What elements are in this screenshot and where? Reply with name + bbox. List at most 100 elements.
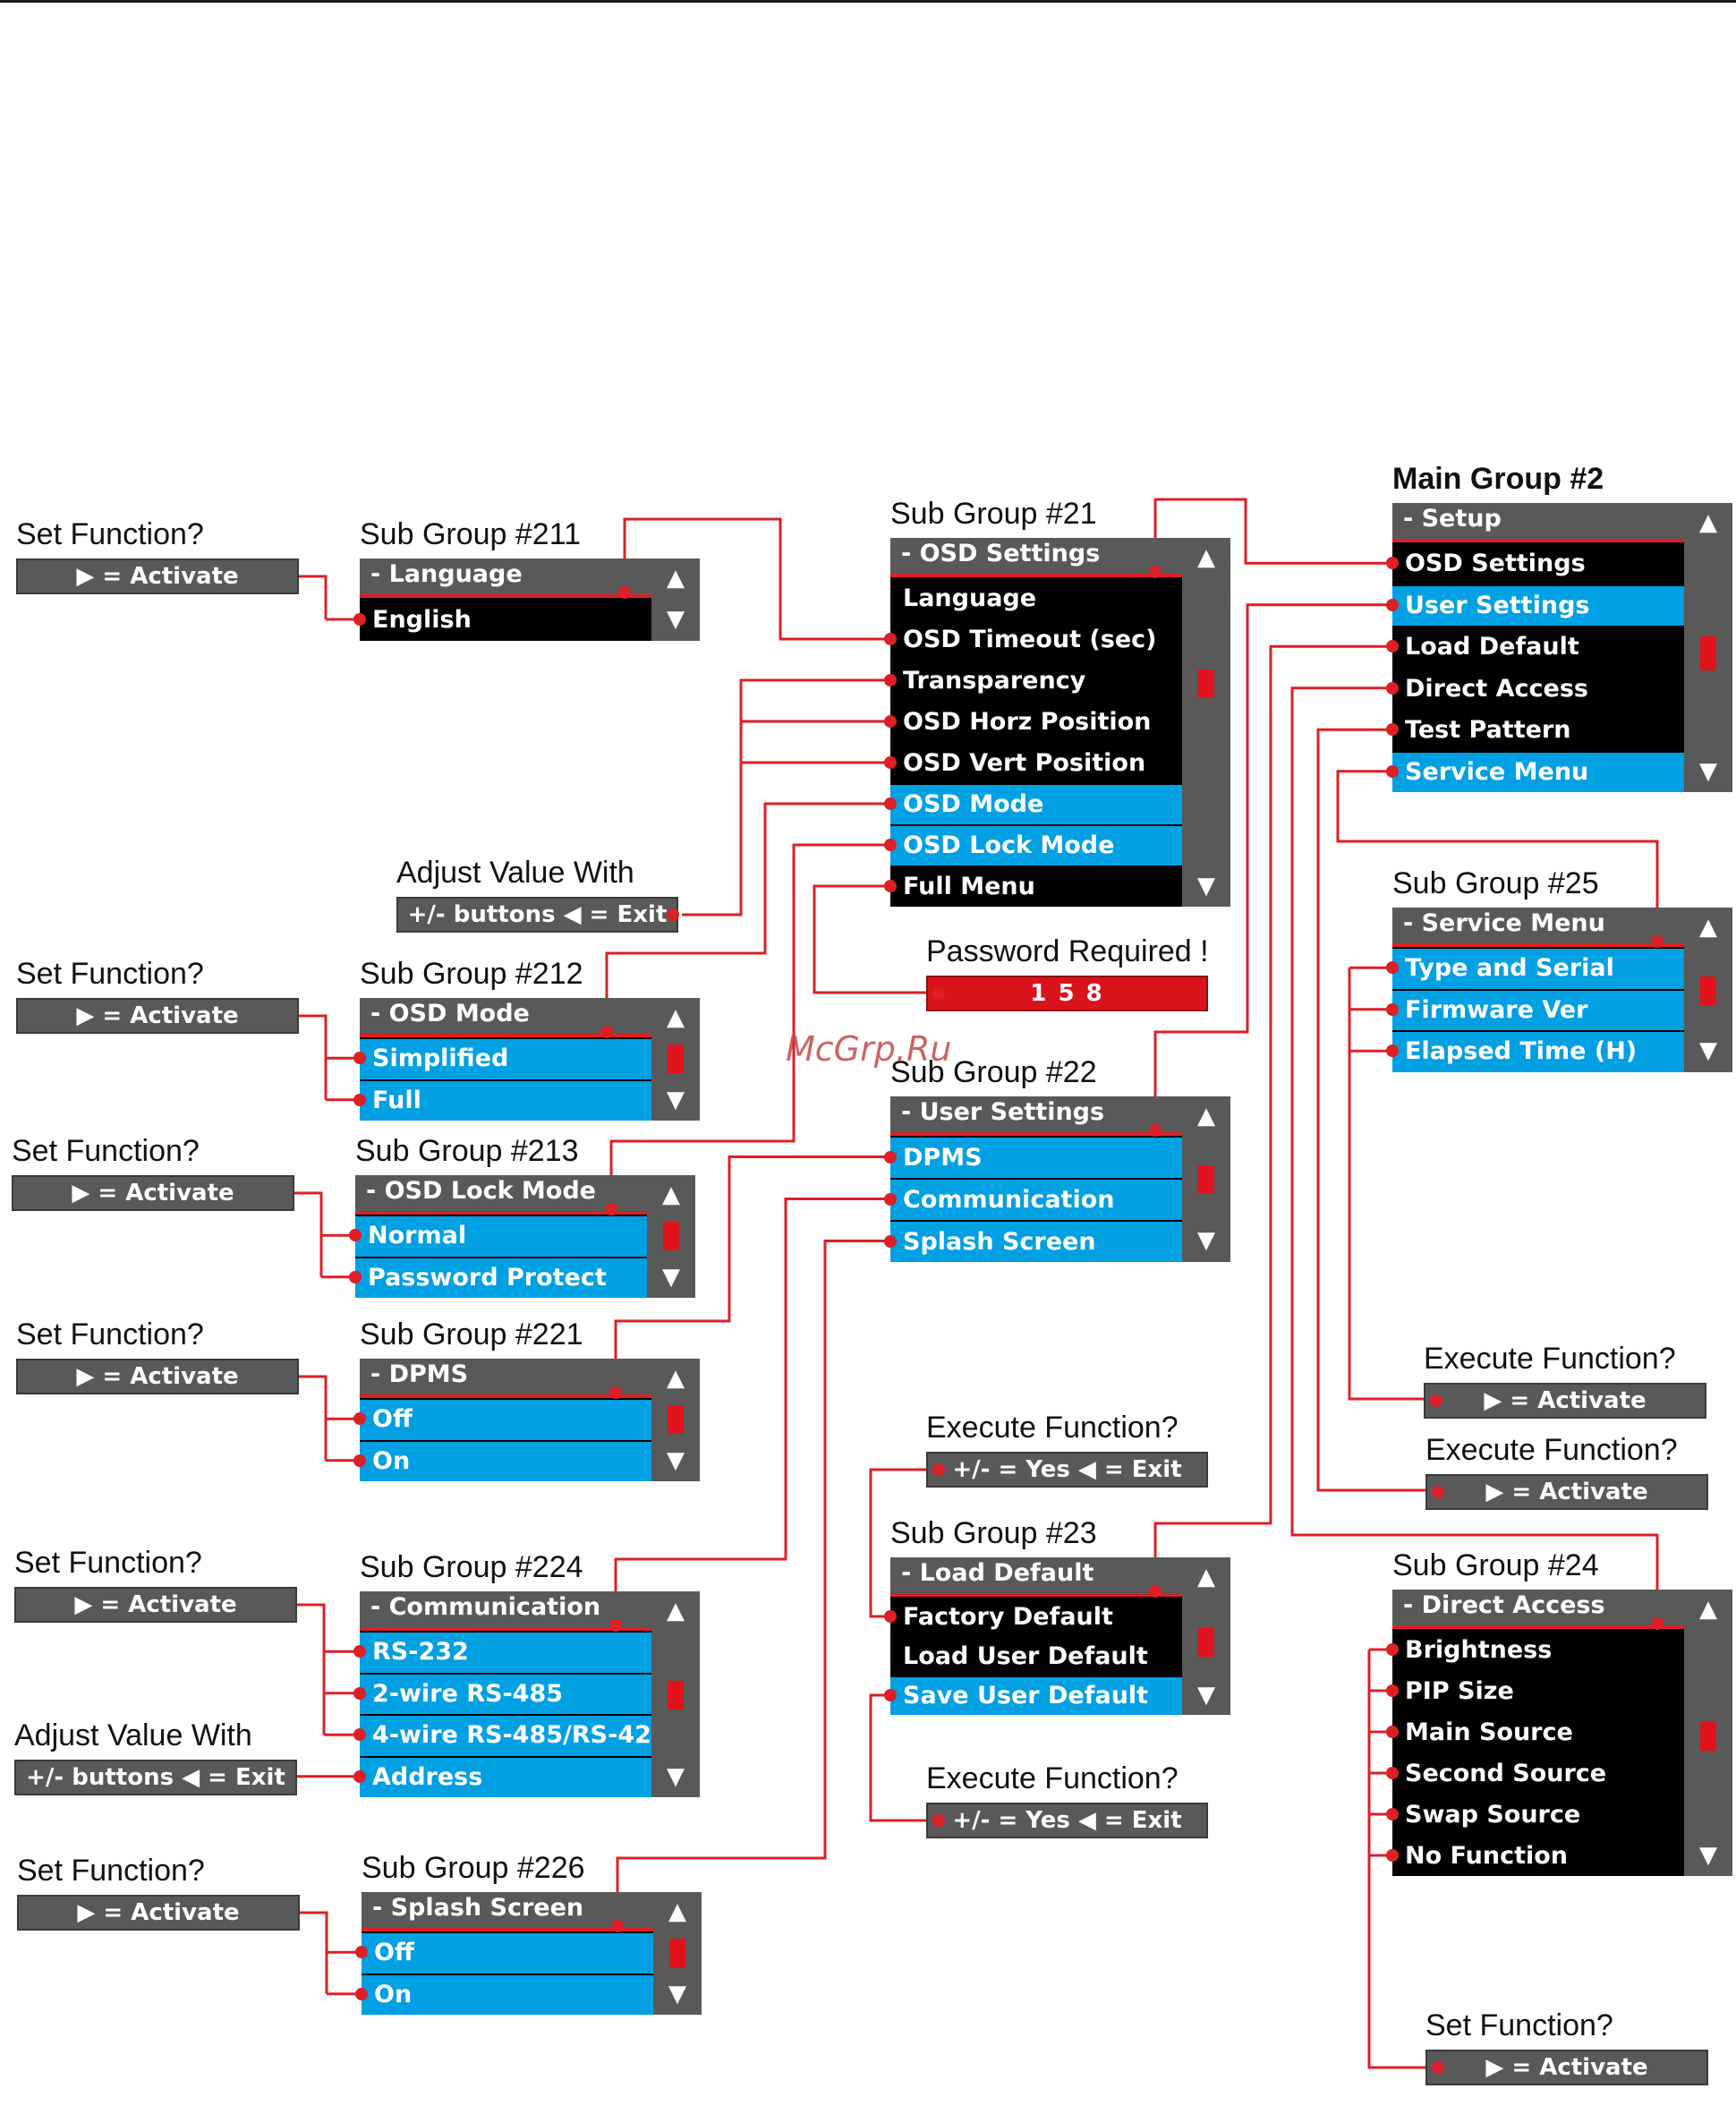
scroll-up-icon[interactable]: ▲: [667, 1004, 685, 1031]
scroll-down-icon[interactable]: ▼: [667, 1762, 685, 1790]
sub-group-22-scroll-thumb[interactable]: [1198, 1164, 1214, 1194]
sub-group-213-scrollbar[interactable]: ▲▼: [647, 1175, 695, 1298]
scroll-down-icon[interactable]: ▼: [1197, 1227, 1215, 1254]
prompt-execute-23a-button[interactable]: +/- = Yes ◀ = Exit: [926, 1452, 1208, 1488]
prompt-execute-23b-button[interactable]: +/- = Yes ◀ = Exit: [926, 1803, 1208, 1838]
prompt-set-224-button[interactable]: ▶ = Activate: [14, 1587, 297, 1623]
main-group-2-item-3[interactable]: Load Default: [1392, 626, 1684, 668]
sub-group-21-item-8[interactable]: Full Menu: [890, 865, 1182, 907]
main-group-2-item-2[interactable]: User Settings: [1392, 584, 1684, 626]
sub-group-24-item-4[interactable]: Second Source: [1392, 1752, 1684, 1794]
sub-group-24-item-2[interactable]: PIP Size: [1392, 1670, 1684, 1711]
sub-group-212-item-2[interactable]: Full: [360, 1079, 651, 1121]
prompt-execute-25-button[interactable]: ▶ = Activate: [1424, 1383, 1706, 1419]
sub-group-226-item-1[interactable]: Off: [362, 1931, 653, 1974]
scroll-up-icon[interactable]: ▲: [662, 1181, 680, 1208]
sub-group-224-scroll-thumb[interactable]: [668, 1680, 684, 1710]
scroll-up-icon[interactable]: ▲: [667, 1598, 685, 1624]
sub-group-22-item-3[interactable]: Splash Screen: [890, 1220, 1182, 1262]
sub-group-21-scrollbar[interactable]: ▲▼: [1182, 538, 1230, 907]
prompt-execute-testpattern-button[interactable]: ▶ = Activate: [1425, 1474, 1708, 1510]
sub-group-226-item-2[interactable]: On: [362, 1973, 653, 2015]
scroll-down-icon[interactable]: ▼: [1699, 1842, 1717, 1869]
sub-group-25-scroll-thumb[interactable]: [1700, 976, 1716, 1005]
sub-group-25-scrollbar[interactable]: ▲▼: [1684, 908, 1732, 1072]
sub-group-221-scroll-thumb[interactable]: [668, 1405, 684, 1434]
sub-group-25-item-1[interactable]: Type and Serial: [1392, 947, 1684, 989]
main-group-2-scrollbar[interactable]: ▲▼: [1684, 503, 1732, 792]
sub-group-24-scrollbar[interactable]: ▲▼: [1684, 1590, 1732, 1876]
sub-group-21-item-6[interactable]: OSD Mode: [890, 783, 1182, 824]
prompt-password-button[interactable]: 1 5 8: [926, 976, 1208, 1011]
sub-group-22-item-1[interactable]: DPMS: [890, 1136, 1182, 1178]
prompt-set-211-button[interactable]: ▶ = Activate: [16, 558, 299, 594]
sub-group-211-scrollbar[interactable]: ▲▼: [651, 558, 700, 641]
sub-group-24-item-3[interactable]: Main Source: [1392, 1711, 1684, 1752]
sub-group-23-item-3[interactable]: Save User Default: [890, 1675, 1182, 1715]
sub-group-21-item-2[interactable]: OSD Timeout (sec): [890, 618, 1182, 660]
sub-group-224-item-1[interactable]: RS-232: [360, 1631, 651, 1673]
sub-group-221-scrollbar[interactable]: ▲▼: [651, 1359, 700, 1481]
scroll-down-icon[interactable]: ▼: [668, 1980, 686, 2008]
main-group-2-item-1[interactable]: OSD Settings: [1392, 542, 1684, 584]
sub-group-23-scrollbar[interactable]: ▲▼: [1182, 1557, 1230, 1715]
sub-group-224-scrollbar[interactable]: ▲▼: [651, 1591, 700, 1797]
sub-group-224-item-4[interactable]: Address: [360, 1755, 651, 1797]
prompt-set-226-button[interactable]: ▶ = Activate: [17, 1895, 300, 1931]
sub-group-25-item-3[interactable]: Elapsed Time (H): [1392, 1030, 1684, 1072]
sub-group-213-item-1[interactable]: Normal: [355, 1215, 647, 1257]
sub-group-226-scrollbar[interactable]: ▲▼: [653, 1892, 702, 2015]
sub-group-211-item-1[interactable]: English: [360, 598, 651, 641]
scroll-up-icon[interactable]: ▲: [667, 1365, 685, 1392]
sub-group-24-scroll-thumb[interactable]: [1700, 1721, 1716, 1751]
prompt-adjust-21-button[interactable]: +/- buttons ◀ = Exit: [396, 897, 678, 933]
scroll-down-icon[interactable]: ▼: [1197, 873, 1215, 900]
scroll-down-icon[interactable]: ▼: [1197, 1682, 1215, 1709]
sub-group-21-item-3[interactable]: Transparency: [890, 660, 1182, 701]
sub-group-25-item-2[interactable]: Firmware Ver: [1392, 988, 1684, 1030]
scroll-down-icon[interactable]: ▼: [667, 1446, 685, 1474]
prompt-set-24-button[interactable]: ▶ = Activate: [1425, 2050, 1708, 2085]
prompt-adjust-224-button[interactable]: +/- buttons ◀ = Exit: [14, 1760, 297, 1795]
scroll-up-icon[interactable]: ▲: [1197, 1103, 1215, 1130]
scroll-up-icon[interactable]: ▲: [1197, 1564, 1215, 1590]
scroll-up-icon[interactable]: ▲: [1197, 544, 1215, 571]
sub-group-226-scroll-thumb[interactable]: [669, 1939, 685, 1967]
scroll-up-icon[interactable]: ▲: [1699, 914, 1717, 941]
scroll-up-icon[interactable]: ▲: [1699, 1596, 1717, 1623]
prompt-set-212-button[interactable]: ▶ = Activate: [16, 998, 299, 1034]
sub-group-212-scrollbar[interactable]: ▲▼: [651, 998, 700, 1121]
scroll-down-icon[interactable]: ▼: [662, 1263, 680, 1291]
sub-group-23-item-2[interactable]: Load User Default: [890, 1636, 1182, 1675]
scroll-down-icon[interactable]: ▼: [667, 1086, 685, 1113]
sub-group-212-scroll-thumb[interactable]: [668, 1044, 684, 1073]
sub-group-21-scroll-thumb[interactable]: [1198, 669, 1214, 699]
sub-group-213-item-2[interactable]: Password Protect: [355, 1256, 647, 1298]
sub-group-213-scroll-thumb[interactable]: [663, 1222, 679, 1250]
sub-group-21-item-5[interactable]: OSD Vert Position: [890, 742, 1182, 783]
sub-group-21-item-1[interactable]: Language: [890, 577, 1182, 618]
sub-group-23-scroll-thumb[interactable]: [1198, 1628, 1214, 1658]
sub-group-224-item-2[interactable]: 2-wire RS-485: [360, 1672, 651, 1714]
main-group-2-item-6[interactable]: Service Menu: [1392, 750, 1684, 792]
scroll-down-icon[interactable]: ▼: [1699, 757, 1717, 785]
sub-group-224-item-3[interactable]: 4-wire RS-485/RS-422: [360, 1714, 668, 1756]
sub-group-24-item-5[interactable]: Swap Source: [1392, 1794, 1684, 1835]
sub-group-21-item-4[interactable]: OSD Horz Position: [890, 701, 1182, 742]
scroll-down-icon[interactable]: ▼: [1699, 1037, 1717, 1064]
sub-group-24-item-6[interactable]: No Function: [1392, 1835, 1684, 1876]
sub-group-22-scrollbar[interactable]: ▲▼: [1182, 1096, 1230, 1262]
scroll-up-icon[interactable]: ▲: [668, 1898, 686, 1925]
scroll-up-icon[interactable]: ▲: [1699, 509, 1717, 536]
scroll-down-icon[interactable]: ▼: [667, 606, 685, 633]
scroll-up-icon[interactable]: ▲: [667, 565, 685, 592]
sub-group-212-item-1[interactable]: Simplified: [360, 1037, 651, 1079]
sub-group-221-item-1[interactable]: Off: [360, 1398, 651, 1440]
sub-group-23-item-1[interactable]: Factory Default: [890, 1597, 1182, 1636]
sub-group-221-item-2[interactable]: On: [360, 1439, 651, 1481]
main-group-2-item-4[interactable]: Direct Access: [1392, 667, 1684, 709]
prompt-set-213-button[interactable]: ▶ = Activate: [12, 1175, 294, 1211]
sub-group-22-item-2[interactable]: Communication: [890, 1178, 1182, 1220]
main-group-2-item-5[interactable]: Test Pattern: [1392, 709, 1684, 751]
sub-group-24-item-1[interactable]: Brightness: [1392, 1629, 1684, 1670]
